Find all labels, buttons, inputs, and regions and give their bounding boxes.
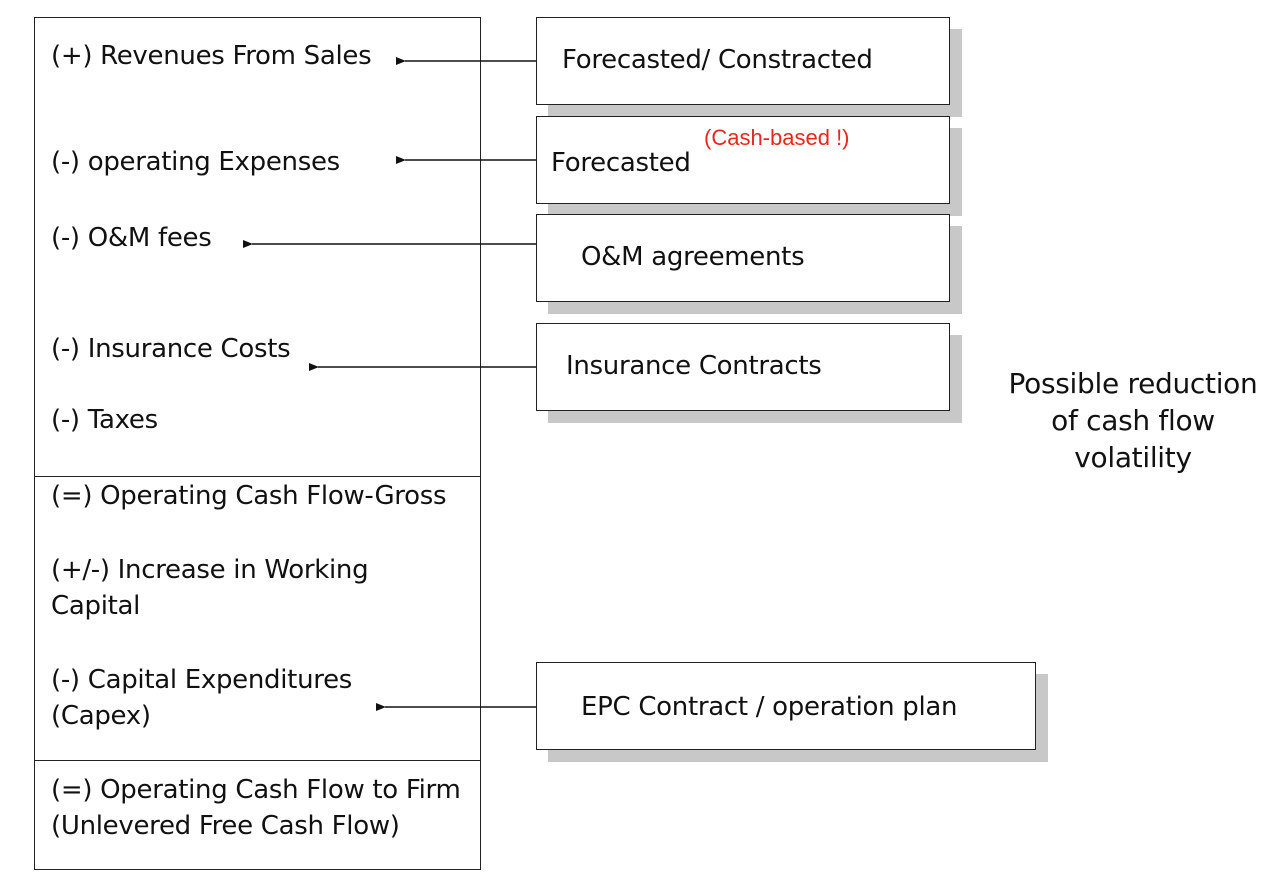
source-label: O&M agreements [581, 242, 805, 272]
item-revenues: (+) Revenues From Sales [51, 38, 372, 74]
source-label: Insurance Contracts [566, 351, 822, 381]
item-line: (=) Operating Cash Flow-Gross [51, 481, 447, 511]
item-insurance-costs: (-) Insurance Costs [51, 331, 291, 367]
volatility-note: Possible reduction of cash flow volatili… [985, 365, 1281, 476]
item-line: Capital [51, 591, 141, 621]
item-line: (=) Operating Cash Flow to Firm [51, 775, 461, 805]
divider-gross [34, 476, 481, 477]
volatility-line: volatility [1074, 441, 1192, 474]
item-line: (+/-) Increase in Working [51, 555, 369, 585]
item-line: (Capex) [51, 701, 151, 731]
source-label: Forecasted/ Constracted [562, 45, 873, 75]
cash-based-note: (Cash-based !) [704, 125, 850, 150]
item-operating-cash-flow-gross: (=) Operating Cash Flow-Gross [51, 478, 447, 514]
item-line: (Unlevered Free Cash Flow) [51, 811, 400, 841]
source-box-forecasted-contracted: Forecasted/ Constracted [536, 17, 950, 105]
volatility-line: Possible reduction [1008, 367, 1258, 400]
item-line: (-) Capital Expenditures [51, 665, 353, 695]
item-line: (+) Revenues From Sales [51, 41, 372, 71]
source-box-om-agreements: O&M agreements [536, 214, 950, 302]
item-line: (-) Insurance Costs [51, 334, 291, 364]
item-line: (-) O&M fees [51, 223, 212, 253]
source-box-insurance-contracts: Insurance Contracts [536, 323, 950, 411]
item-line: (-) Taxes [51, 405, 158, 435]
source-label: EPC Contract / operation plan [581, 692, 958, 722]
item-line: (-) operating Expenses [51, 147, 340, 177]
cash-flow-statement-panel [34, 17, 481, 870]
volatility-line: of cash flow [1051, 404, 1215, 437]
source-box-forecasted: Forecasted (Cash-based !) [536, 116, 950, 204]
source-label: Forecasted [551, 148, 691, 178]
item-om-fees: (-) O&M fees [51, 220, 212, 256]
item-capex: (-) Capital Expenditures (Capex) [51, 662, 352, 734]
item-operating-expenses: (-) operating Expenses [51, 144, 340, 180]
item-working-capital: (+/-) Increase in Working Capital [51, 552, 369, 624]
item-taxes: (-) Taxes [51, 402, 158, 438]
source-box-epc-contract: EPC Contract / operation plan [536, 662, 1036, 750]
divider-firm [34, 760, 481, 761]
item-operating-cash-flow-firm: (=) Operating Cash Flow to Firm (Unlever… [51, 772, 461, 844]
